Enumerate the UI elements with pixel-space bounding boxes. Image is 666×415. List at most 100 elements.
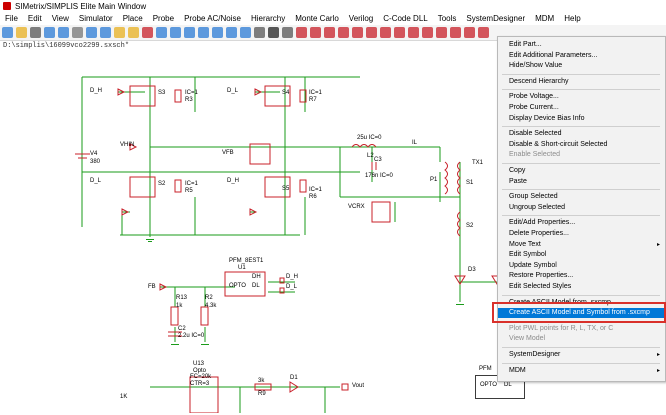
context-item-group-selected[interactable]: Group Selected <box>498 192 665 202</box>
context-item-edit-add-properties[interactable]: Edit/Add Properties... <box>498 218 665 228</box>
schematic-drawing <box>75 76 503 414</box>
menu-verilog[interactable]: Verilog <box>348 14 374 23</box>
capacitor-icon[interactable] <box>324 27 335 38</box>
grounds <box>146 239 464 345</box>
npn-icon[interactable] <box>366 27 377 38</box>
context-item-probe-current[interactable]: Probe Current... <box>498 103 665 113</box>
context-item-disable-selected[interactable]: Disable Selected <box>498 129 665 139</box>
mirror-icon[interactable] <box>170 27 181 38</box>
context-item-delete-properties[interactable]: Delete Properties... <box>498 229 665 239</box>
menu-help[interactable]: Help <box>564 14 581 23</box>
menu-mdm[interactable]: MDM <box>535 14 555 23</box>
redo-icon[interactable] <box>100 27 111 38</box>
ground-icon[interactable] <box>296 27 307 38</box>
menu-view[interactable]: View <box>51 14 69 23</box>
context-item-enable-selected: Enable Selected <box>498 150 665 160</box>
context-item-paste[interactable]: Paste <box>498 177 665 187</box>
submenu-arrow-icon: ▸ <box>656 352 660 358</box>
save-icon[interactable] <box>44 27 55 38</box>
zoom-box-icon[interactable] <box>240 27 251 38</box>
context-item-display-device-bias-info[interactable]: Display Device Bias Info <box>498 114 665 124</box>
terminal-icon[interactable] <box>464 27 475 38</box>
context-item-descend-hierarchy[interactable]: Descend Hierarchy <box>498 77 665 87</box>
copy-icon[interactable] <box>114 27 125 38</box>
context-item-label: Edit Symbol <box>509 251 547 259</box>
label-l2: L2 <box>367 153 374 159</box>
print-icon[interactable] <box>72 27 83 38</box>
flip-icon[interactable] <box>184 27 195 38</box>
context-item-label: Create ASCII Model and Symbol from .sxcm… <box>509 309 650 317</box>
pnp-icon[interactable] <box>380 27 391 38</box>
context-item-label: SystemDesigner <box>509 351 561 358</box>
resistor-icon[interactable] <box>310 27 321 38</box>
context-item-edit-symbol[interactable]: Edit Symbol <box>498 250 665 260</box>
context-item-edit-selected-styles[interactable]: Edit Selected Styles <box>498 282 665 292</box>
label-u13t: Opto <box>193 368 207 374</box>
paste-icon[interactable] <box>128 27 139 38</box>
menu-monte-carlo[interactable]: Monte Carlo <box>295 14 339 23</box>
zoom-out-icon[interactable] <box>226 27 237 38</box>
pmos-icon[interactable] <box>408 27 419 38</box>
rotate-icon[interactable] <box>156 27 167 38</box>
cut-icon[interactable] <box>142 27 153 38</box>
label-s4: S4 <box>282 90 290 96</box>
label-s5: S5 <box>282 186 290 192</box>
menu-place[interactable]: Place <box>122 14 143 23</box>
menu-tools[interactable]: Tools <box>437 14 457 23</box>
context-item-update-symbol[interactable]: Update Symbol <box>498 261 665 271</box>
source-icon[interactable] <box>422 27 433 38</box>
nmos-icon[interactable] <box>394 27 405 38</box>
zoom-in-icon[interactable] <box>212 27 223 38</box>
open-icon[interactable] <box>16 27 27 38</box>
menu-file[interactable]: File <box>5 14 18 23</box>
menu-hierarchy[interactable]: Hierarchy <box>250 14 286 23</box>
context-item-label: Disable & Short-circuit Selected <box>509 140 608 148</box>
menu-probe[interactable]: Probe <box>152 14 175 23</box>
zoom-fit-icon[interactable] <box>198 27 209 38</box>
inductor-icon[interactable] <box>338 27 349 38</box>
label-d1: D1 <box>290 375 298 381</box>
label-dh1: D_H <box>90 88 103 94</box>
probe-icon[interactable] <box>436 27 447 38</box>
context-item-create-ascii-model-from-sxcmp[interactable]: Create ASCII Model from .sxcmp <box>498 298 665 308</box>
context-item-label: View Model <box>509 335 546 343</box>
close-icon[interactable] <box>30 27 41 38</box>
label-p1: P1 <box>430 177 438 183</box>
undo-icon[interactable] <box>86 27 97 38</box>
menu-systemdesigner[interactable]: SystemDesigner <box>466 14 526 23</box>
context-item-ungroup-selected[interactable]: Ungroup Selected <box>498 203 665 213</box>
wire-icon[interactable] <box>254 27 265 38</box>
context-item-restore-properties[interactable]: Restore Properties... <box>498 271 665 281</box>
menu-probe-ac-noise[interactable]: Probe AC/Noise <box>184 14 241 23</box>
label-s2sw: S2 <box>158 181 166 187</box>
port-icon[interactable] <box>450 27 461 38</box>
context-item-mdm[interactable]: MDM▸ <box>498 366 665 376</box>
diode-icon[interactable] <box>352 27 363 38</box>
label-v4: V4 <box>90 151 98 157</box>
menu-c-code-dll[interactable]: C-Code DLL <box>383 14 428 23</box>
label-d3: D3 <box>468 267 476 273</box>
context-item-hide-show-value[interactable]: Hide/Show Value <box>498 61 665 71</box>
pin-icon[interactable] <box>478 27 489 38</box>
menu-simulator[interactable]: Simulator <box>78 14 113 23</box>
context-item-disable-short-circuit-selected[interactable]: Disable & Short-circuit Selected <box>498 140 665 150</box>
label-vcrx: VCRX <box>348 204 365 210</box>
context-item-edit-additional-parameters[interactable]: Edit Additional Parameters... <box>498 51 665 61</box>
new-icon[interactable] <box>2 27 13 38</box>
context-item-label: Ungroup Selected <box>509 203 566 211</box>
menu-edit[interactable]: Edit <box>27 14 42 23</box>
run-icon[interactable] <box>268 27 279 38</box>
schematic-canvas[interactable]: D_H S3 IC=1 R3 D_L S4 IC=1 R7 VHIN V4 38… <box>0 52 666 414</box>
menu-separator <box>502 189 660 191</box>
context-item-systemdesigner[interactable]: SystemDesigner ▸ <box>498 350 665 360</box>
label-il: IL <box>412 140 418 146</box>
save-all-icon[interactable] <box>58 27 69 38</box>
context-item-create-ascii-model-and-symbol-from-sxcmp[interactable]: Create ASCII Model and Symbol from .sxcm… <box>498 308 665 319</box>
context-item-label: Edit Selected Styles <box>509 283 572 290</box>
context-item-probe-voltage[interactable]: Probe Voltage... <box>498 92 665 102</box>
menu-separator <box>502 362 660 364</box>
context-item-edit-part[interactable]: Edit Part... <box>498 40 665 50</box>
context-item-copy[interactable]: Copy <box>498 166 665 176</box>
context-item-move-text[interactable]: Move Text▸ <box>498 240 665 250</box>
find-icon[interactable] <box>282 27 293 38</box>
